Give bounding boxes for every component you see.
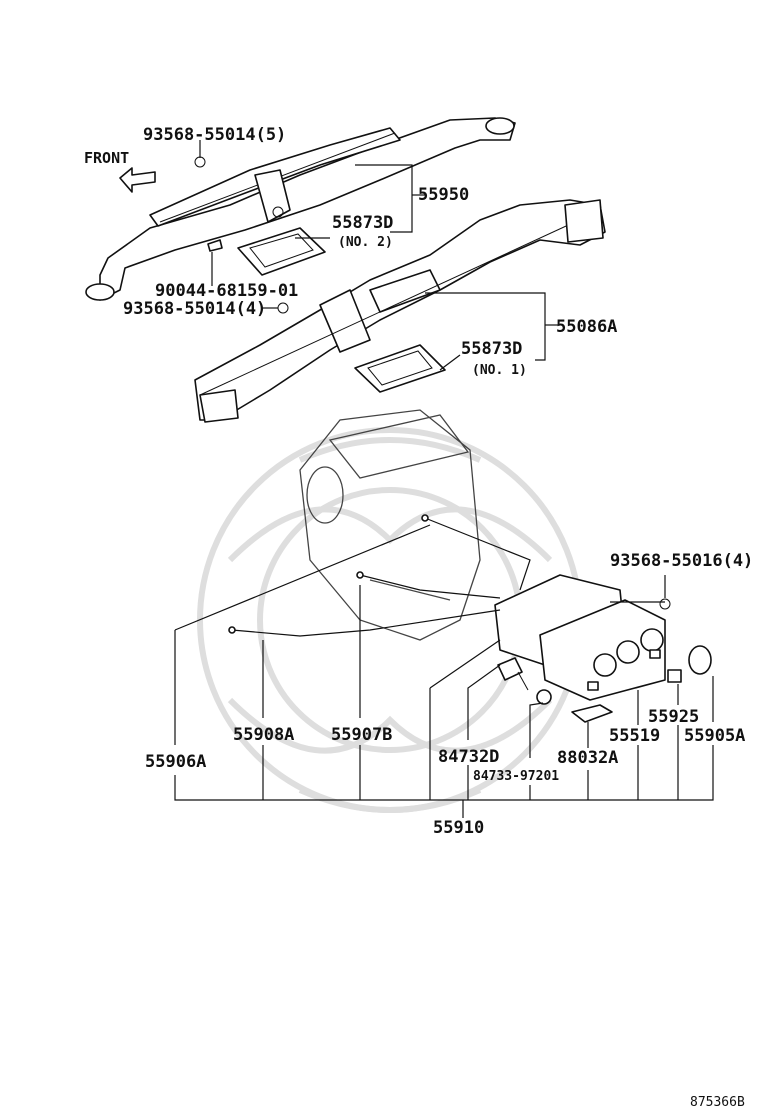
front-arrow-icon: [119, 167, 156, 193]
label-no2: (NO. 2): [338, 235, 393, 250]
label-84733-97201: 84733-97201: [473, 769, 559, 784]
label-55925: 55925: [648, 707, 699, 727]
label-front: FRONT: [84, 149, 129, 167]
label-no1: (NO. 1): [472, 363, 527, 378]
gasket-55873D-no1: [354, 344, 446, 393]
heater-unit-outline: [299, 409, 481, 641]
diagram-id: 875366B: [690, 1095, 745, 1110]
label-88032A: 88032A: [557, 748, 618, 768]
control-cables: [228, 514, 531, 637]
label-84732D: 84732D: [438, 747, 499, 767]
duct-55086A: [194, 199, 606, 423]
label-93568-55014-4: 93568-55014(4): [123, 299, 266, 319]
label-93568-55016-4: 93568-55016(4): [610, 551, 753, 571]
leader-lines: [174, 140, 714, 818]
label-55086A: 55086A: [556, 317, 617, 337]
small-parts: [194, 156, 712, 723]
gasket-55873D-no2: [237, 227, 326, 276]
label-55873D-top: 55873D: [332, 213, 393, 233]
label-55908A: 55908A: [233, 725, 294, 745]
label-55905A: 55905A: [684, 726, 745, 746]
label-55907B: 55907B: [331, 725, 392, 745]
duct-55950: [85, 117, 516, 301]
label-93568-55014-5: 93568-55014(5): [143, 125, 286, 145]
label-55519: 55519: [609, 726, 660, 746]
label-55906A: 55906A: [145, 752, 206, 772]
label-55873D-bottom: 55873D: [461, 339, 522, 359]
label-55950: 55950: [418, 185, 469, 205]
watermark-emblem: [197, 427, 583, 813]
label-55910: 55910: [433, 818, 484, 838]
label-90044-68159-01: 90044-68159-01: [155, 281, 298, 301]
heater-control-assembly: [494, 574, 666, 701]
